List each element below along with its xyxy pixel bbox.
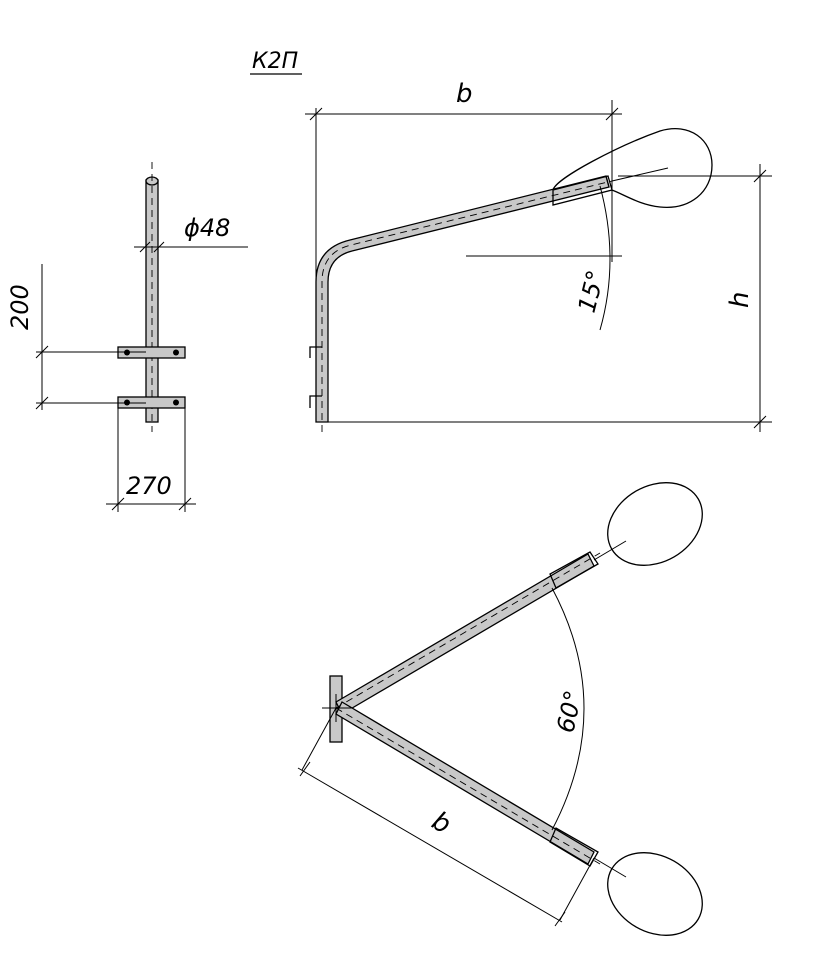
bracket-plan-view: 60° b bbox=[297, 482, 703, 936]
spread-angle-label: 60° bbox=[551, 688, 587, 735]
lower-arm-centerline bbox=[335, 707, 601, 865]
upper-arm bbox=[335, 553, 595, 715]
lower-luminaire-neck bbox=[549, 827, 599, 867]
lower-arm bbox=[335, 701, 595, 865]
tilt-angle-arc bbox=[599, 185, 611, 331]
luminaire-body bbox=[552, 128, 713, 208]
diameter-tick bbox=[153, 241, 165, 253]
bracket-side-view: b 15° h bbox=[305, 79, 772, 432]
bracket-arm bbox=[315, 175, 610, 423]
spacing-tick bbox=[35, 396, 49, 410]
luminaire-axis bbox=[611, 167, 669, 182]
upper-luminaire-body bbox=[607, 482, 703, 566]
width-label: 270 bbox=[126, 472, 172, 500]
lower-luminaire-body bbox=[607, 852, 703, 936]
diameter-label: ϕ48 bbox=[184, 214, 230, 242]
plan-reach-ext-line bbox=[301, 707, 337, 771]
title-block: К2П bbox=[250, 49, 302, 75]
plan-reach-ext-line bbox=[559, 857, 595, 921]
plan-reach-tick bbox=[299, 761, 311, 777]
mount-pole-view: ϕ48 200 270 bbox=[6, 162, 248, 512]
bolt-icon bbox=[173, 399, 179, 406]
spacing-tick bbox=[35, 345, 49, 359]
clamp-hook bbox=[309, 346, 322, 358]
tilt-angle-label: 15° bbox=[573, 267, 610, 315]
height-label: h bbox=[725, 292, 755, 308]
upper-arm-centerline bbox=[335, 552, 601, 709]
upper-luminaire-axis bbox=[593, 540, 627, 561]
height-tick bbox=[753, 415, 767, 429]
width-tick bbox=[111, 497, 125, 511]
upper-luminaire-neck bbox=[549, 551, 599, 589]
width-tick bbox=[178, 497, 192, 511]
height-tick bbox=[753, 169, 767, 183]
plan-reach-dim-line bbox=[297, 767, 563, 923]
clamp-hook bbox=[309, 395, 322, 408]
arm-centerline bbox=[321, 180, 613, 432]
drawing-title: К2П bbox=[252, 49, 298, 74]
lower-luminaire-axis bbox=[593, 857, 627, 878]
plan-reach-tick bbox=[554, 911, 566, 927]
reach-label-plan: b bbox=[427, 806, 456, 840]
spread-angle-arc bbox=[551, 587, 585, 831]
reach-tick bbox=[605, 107, 619, 121]
bolt-icon bbox=[173, 349, 179, 356]
reach-tick bbox=[309, 107, 323, 121]
reach-label-top: b bbox=[456, 79, 473, 109]
diameter-tick bbox=[139, 241, 151, 253]
spacing-label: 200 bbox=[6, 284, 34, 330]
arm-end bbox=[605, 175, 610, 188]
